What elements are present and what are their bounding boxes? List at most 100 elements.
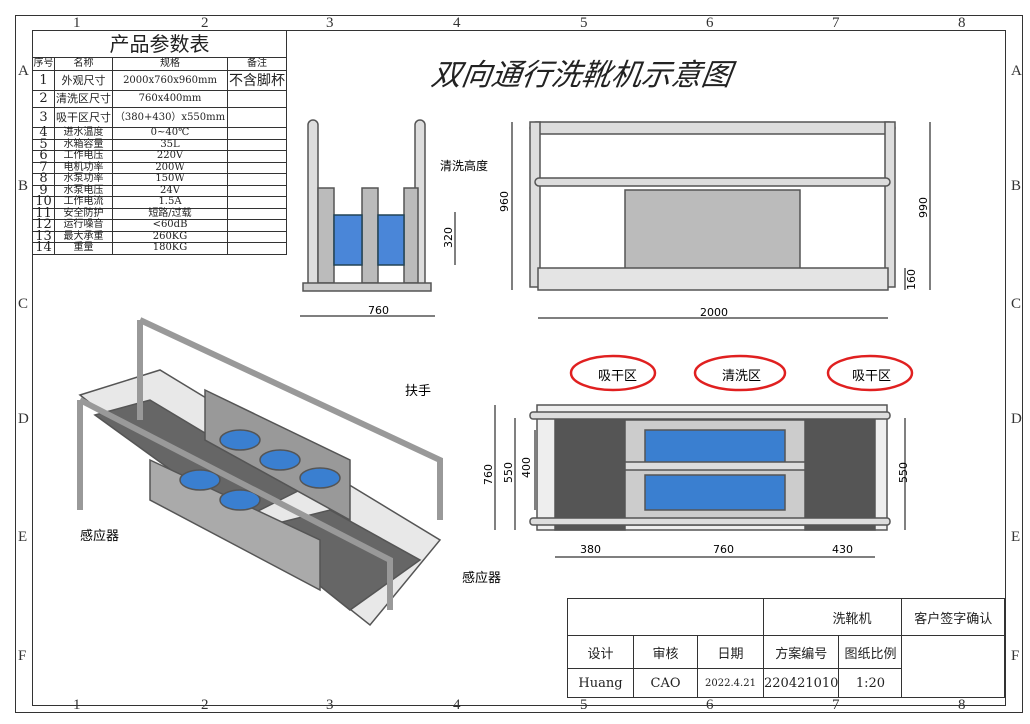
table-cell: <60dB (112, 219, 228, 232)
table-cell (227, 161, 287, 174)
grid-column-label: 5 (580, 15, 588, 31)
table-cell (227, 242, 287, 255)
table-cell: 吸干区尺寸 (54, 107, 113, 128)
table-cell: 运行噪音 (54, 219, 113, 232)
grid-row-label: D (18, 411, 29, 427)
grid-row-label: F (1011, 648, 1020, 664)
dim-380: 380 (580, 543, 601, 556)
table-cell: 14 (32, 242, 55, 255)
table-cell: 进水温度 (54, 127, 113, 140)
table-cell (227, 196, 287, 209)
table-cell (227, 207, 287, 220)
dim-960: 960 (498, 191, 511, 212)
table-cell: 13 (32, 230, 55, 243)
table-cell: 10 (32, 196, 55, 209)
dim-550-left: 550 (502, 462, 515, 483)
table-cell: 安全防护 (54, 207, 113, 220)
table-cell: 12 (32, 219, 55, 232)
table-cell (227, 127, 287, 140)
label-handrail: 扶手 (405, 384, 431, 399)
plan-no: 220421010 (762, 668, 840, 698)
header-review: 审核 (633, 635, 698, 669)
grid-row-label: E (1011, 529, 1021, 545)
dim-990: 990 (917, 197, 930, 218)
label-wash-zone: 清洗区 (722, 369, 761, 384)
grid-row-label: C (18, 296, 29, 312)
inner-frame (32, 30, 1006, 706)
table-cell (227, 150, 287, 163)
grid-column-label: 2 (201, 15, 209, 31)
table-cell: 150W (112, 173, 228, 186)
grid-column-label: 7 (832, 15, 840, 31)
label-dry-zone-right: 吸干区 (852, 369, 891, 384)
scale: 1:20 (838, 668, 903, 698)
grid-row-label: D (1011, 411, 1022, 427)
grid-column-label: 6 (706, 697, 714, 713)
grid-row-label: B (1011, 178, 1022, 194)
table-cell (227, 219, 287, 232)
table-cell: 不含脚杯 (227, 70, 287, 91)
header-plan-no: 方案编号 (762, 635, 840, 669)
label-sensor-right: 感应器 (462, 570, 501, 586)
dim-320: 320 (442, 227, 455, 248)
dim-430: 430 (832, 543, 853, 556)
header-design: 设计 (567, 635, 634, 669)
table-cell: 200W (112, 161, 228, 174)
grid-row-label: A (1011, 63, 1022, 79)
table-cell: 工作电压 (54, 150, 113, 163)
dim-760: 760 (368, 304, 389, 317)
dim-760-bottom: 760 (713, 543, 734, 556)
grid-column-label: 7 (832, 697, 840, 713)
grid-row-label: E (18, 529, 28, 545)
side-view (300, 119, 456, 317)
grid-row-label: B (18, 178, 29, 194)
grid-row-label: F (18, 648, 27, 664)
table-cell: 11 (32, 207, 55, 220)
grid-column-label: 5 (580, 697, 588, 713)
table-cell: 220V (112, 150, 228, 163)
table-cell (227, 173, 287, 186)
date: 2022.4.21 (697, 668, 764, 698)
grid-column-label: 3 (326, 15, 334, 31)
table-cell: 水泵功率 (54, 173, 113, 186)
grid-column-label: 2 (201, 697, 209, 713)
product-name: 洗靴机 (762, 598, 903, 636)
dim-2000: 2000 (700, 306, 728, 319)
grid-column-label: 1 (73, 15, 81, 31)
label-wash-height: 清洗高度 (440, 158, 488, 173)
table-cell (227, 138, 287, 151)
grid-column-label: 3 (326, 697, 334, 713)
label-sensor-left: 感应器 (80, 528, 119, 544)
front-view (511, 121, 931, 319)
grid-column-label: 4 (453, 15, 461, 31)
top-view (494, 404, 906, 558)
table-cell (227, 230, 287, 243)
reviewer: CAO (633, 668, 698, 698)
grid-column-label: 1 (73, 697, 81, 713)
table-cell: 24V (112, 184, 228, 197)
grid-row-label: C (1011, 296, 1022, 312)
isometric-view (77, 317, 443, 627)
label-dry-zone-left: 吸干区 (598, 369, 637, 384)
designer: Huang (567, 668, 634, 698)
grid-column-label: 8 (958, 15, 966, 31)
header-date: 日期 (697, 635, 764, 669)
dim-160: 160 (905, 269, 918, 290)
header-scale: 图纸比例 (838, 635, 903, 669)
title-block: 洗靴机客户签字确认 设计 审核 日期 方案编号 图纸比例 Huang CAO 2… (567, 598, 1005, 698)
grid-row-label: A (18, 63, 29, 79)
